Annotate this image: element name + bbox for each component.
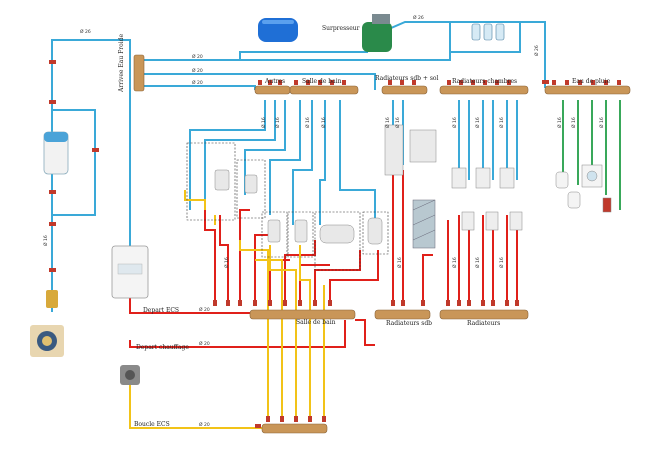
diameter-label: Ø 16 <box>386 117 391 128</box>
diameter-label: Ø 16 <box>600 117 605 128</box>
manifolds <box>133 54 631 434</box>
fixtures <box>186 142 389 271</box>
diameter-label: Ø 16 <box>396 117 401 128</box>
fixture-shapes <box>214 169 383 245</box>
manifold-salle-bain-top <box>289 85 359 95</box>
floor-heating <box>412 199 436 249</box>
valves <box>49 60 621 428</box>
water-tank <box>258 18 298 42</box>
diameter-label: Ø 16 <box>276 117 281 128</box>
label-eau-pluie: Eau de pluie <box>572 78 611 85</box>
towel-radiator <box>384 124 437 176</box>
label-radiateurs-sdb: Radiateurs sdb <box>386 320 433 327</box>
manifold-eau-pluie <box>544 85 631 95</box>
label-arrivee: Arrivee Eau Froide <box>118 33 125 92</box>
manifold-salle-bain-bottom <box>249 309 356 320</box>
diameter-label: Ø 16 <box>225 257 230 268</box>
diameter-label: Ø 20 <box>199 308 210 313</box>
diameter-label: Ø 16 <box>453 117 458 128</box>
manifold-radiateurs-chambres <box>439 85 529 95</box>
water-softener <box>43 131 69 175</box>
diameter-label: Ø 16 <box>476 117 481 128</box>
manifold-boucle-ecs <box>261 423 328 434</box>
diameter-label: Ø 16 <box>453 257 458 268</box>
label-depart-chauffage: Depart chauffage <box>136 344 189 351</box>
water-meter <box>30 325 64 357</box>
pressure-reducer <box>46 290 58 308</box>
cold-water-pipes <box>51 21 546 312</box>
label-autres: Autres <box>265 78 286 85</box>
diameter-label: Ø 20 <box>192 81 203 86</box>
diameter-label: Ø 26 <box>80 30 91 35</box>
rain-appliances <box>555 164 612 213</box>
diameter-label: Ø 20 <box>199 423 210 428</box>
label-radiateurs-chambres: Radiateurs chambres <box>452 78 518 85</box>
diameter-label: Ø 20 <box>199 342 210 347</box>
label-salle-bain-bottom: Salle de bain <box>296 319 336 326</box>
diameter-label: Ø 16 <box>322 117 327 128</box>
diameter-label: Ø 16 <box>262 117 267 128</box>
label-depart-ecs: Depart ECS <box>143 307 180 314</box>
pressure-pump <box>362 14 392 52</box>
diameter-label: Ø 20 <box>192 55 203 60</box>
label-radiateurs-sdb-sol: Radiateurs sdb + sol <box>375 75 439 82</box>
label-boucle-ecs: Boucle ECS <box>134 421 170 428</box>
diameter-label: Ø 20 <box>192 69 203 74</box>
diameter-label: Ø 16 <box>500 117 505 128</box>
circulator-pump <box>120 365 140 385</box>
rain-water-pipes <box>562 100 621 210</box>
label-surpresseur: Surpresseur <box>322 25 360 32</box>
hot-water-pipes <box>129 190 325 429</box>
diameter-label: Ø 16 <box>476 257 481 268</box>
manifold-autres <box>254 85 291 95</box>
diameter-label: Ø 16 <box>398 257 403 268</box>
manifold-radiateurs-sdb <box>374 309 431 320</box>
manifold-radiateurs-sdb-sol <box>381 85 428 95</box>
diameter-label: Ø 16 <box>44 235 49 246</box>
label-salle-bain-top: Salle de bain <box>302 78 342 85</box>
diameter-label: Ø 16 <box>572 117 577 128</box>
manifold-arrivee <box>133 54 145 92</box>
water-filters <box>471 23 505 41</box>
diameter-label: Ø 16 <box>558 117 563 128</box>
manifold-radiateurs <box>439 309 529 320</box>
label-radiateurs: Radiateurs <box>467 320 501 327</box>
diameter-label: Ø 26 <box>413 16 424 21</box>
diameter-label: Ø 16 <box>500 257 505 268</box>
diameter-label: Ø 16 <box>306 117 311 128</box>
boiler <box>111 245 149 299</box>
room-radiators <box>451 167 523 231</box>
diameter-label: Ø 26 <box>535 45 540 56</box>
